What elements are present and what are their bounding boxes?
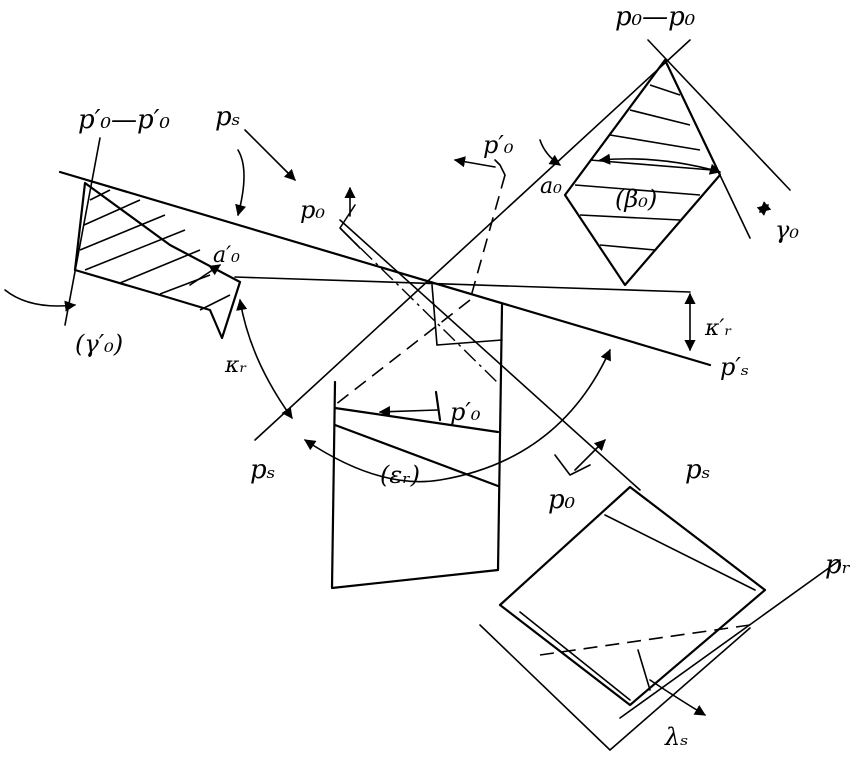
ao-arc — [539, 139, 561, 166]
tip-flank-base — [436, 339, 503, 346]
epsilon-r-arc — [304, 348, 611, 483]
po-prime-tick — [434, 390, 442, 422]
pr-line — [619, 559, 841, 719]
lambda-s-tick — [637, 649, 651, 691]
label-lambda-s: λₛ — [664, 723, 688, 751]
hatch-l3 — [79, 214, 166, 251]
label-epsilon-r: (εᵣ) — [380, 461, 420, 489]
label-ps-left: pₛ — [250, 455, 275, 485]
label-gamma-o-prime: (γ′₀) — [75, 330, 123, 358]
lambda-s-arrow — [649, 679, 706, 716]
label-section-po-po: p₀—p₀ — [615, 2, 696, 32]
right-top-section — [539, 39, 791, 287]
left-section-outline — [73, 181, 242, 340]
beta-o-arc — [598, 153, 722, 175]
label-beta-o: (β₀) — [615, 185, 657, 213]
gamma-prime-arc — [4, 289, 77, 312]
hatch-t7 — [599, 244, 656, 251]
hatch-l5 — [119, 249, 201, 284]
ps-trace-line — [254, 39, 691, 441]
top-section-edge — [664, 59, 751, 239]
bottom-view-dashed — [539, 624, 751, 656]
bottom-view-outline — [498, 485, 767, 707]
tip-flank — [431, 284, 438, 346]
top-section-outline — [563, 58, 722, 287]
label-kappa-r-prime: κ′ᵣ — [704, 316, 732, 341]
left-section — [4, 137, 242, 340]
hatch-t3 — [609, 134, 701, 151]
hatch-l2 — [83, 199, 141, 226]
ps-top-arrow — [244, 129, 296, 181]
hatch-l7 — [199, 294, 231, 311]
hatch-t2 — [629, 109, 691, 126]
tool-shank — [330, 303, 504, 590]
gamma-o-arrow — [756, 201, 772, 216]
kappa-r-arc — [236, 298, 293, 419]
hatch-l4 — [84, 229, 186, 271]
label-ao: a₀ — [540, 174, 562, 199]
bottom-view-top — [604, 514, 756, 591]
label-ps-top: pₛ — [215, 102, 240, 132]
tool-plan-view — [58, 39, 712, 590]
po-prime-mid-arrow — [378, 406, 438, 418]
right-bottom-view — [479, 485, 841, 751]
label-po-top: p₀ — [300, 196, 325, 224]
hatch-t6 — [579, 214, 681, 221]
po-prime-top-marker — [494, 159, 506, 176]
labels: p₀—p₀ p′₀—p′₀ pₛ p₀ p′₀ a₀ (β₀) γ₀ a′₀ (… — [75, 2, 851, 751]
label-po-prime-mid: p′₀ — [450, 398, 481, 426]
label-kappa-r: κᵣ — [224, 353, 247, 378]
label-pr: pᵣ — [825, 550, 851, 580]
hatch-l6 — [159, 274, 211, 295]
hatch-l1 — [89, 189, 111, 201]
label-po-bottom: p₀ — [548, 485, 576, 515]
bottom-view-inner — [519, 611, 631, 701]
label-ps-prime: p′ₛ — [720, 353, 749, 381]
label-section-po-prime: p′₀—p′₀ — [78, 105, 171, 135]
dashed-line-lower — [334, 299, 471, 406]
dashdot-line — [339, 227, 501, 386]
minor-edge-line — [234, 276, 691, 293]
po-bottom-marker — [554, 454, 591, 476]
rake-reference-line — [58, 170, 712, 367]
ps-top-curve-arrow — [235, 149, 247, 217]
label-ao-prime: a′₀ — [213, 243, 240, 268]
po-prime-top-arrow — [453, 156, 496, 168]
label-ps-right: pₛ — [685, 455, 710, 485]
label-po-prime-top: p′₀ — [483, 131, 514, 159]
label-gamma-o: γ₀ — [775, 216, 799, 244]
bottom-view-base — [479, 624, 751, 751]
hatch-t5 — [574, 184, 701, 196]
hatch-t1 — [649, 84, 681, 96]
ao-prime-arrow — [189, 264, 221, 286]
left-section-axis — [64, 137, 101, 326]
top-section-axis — [647, 39, 791, 191]
